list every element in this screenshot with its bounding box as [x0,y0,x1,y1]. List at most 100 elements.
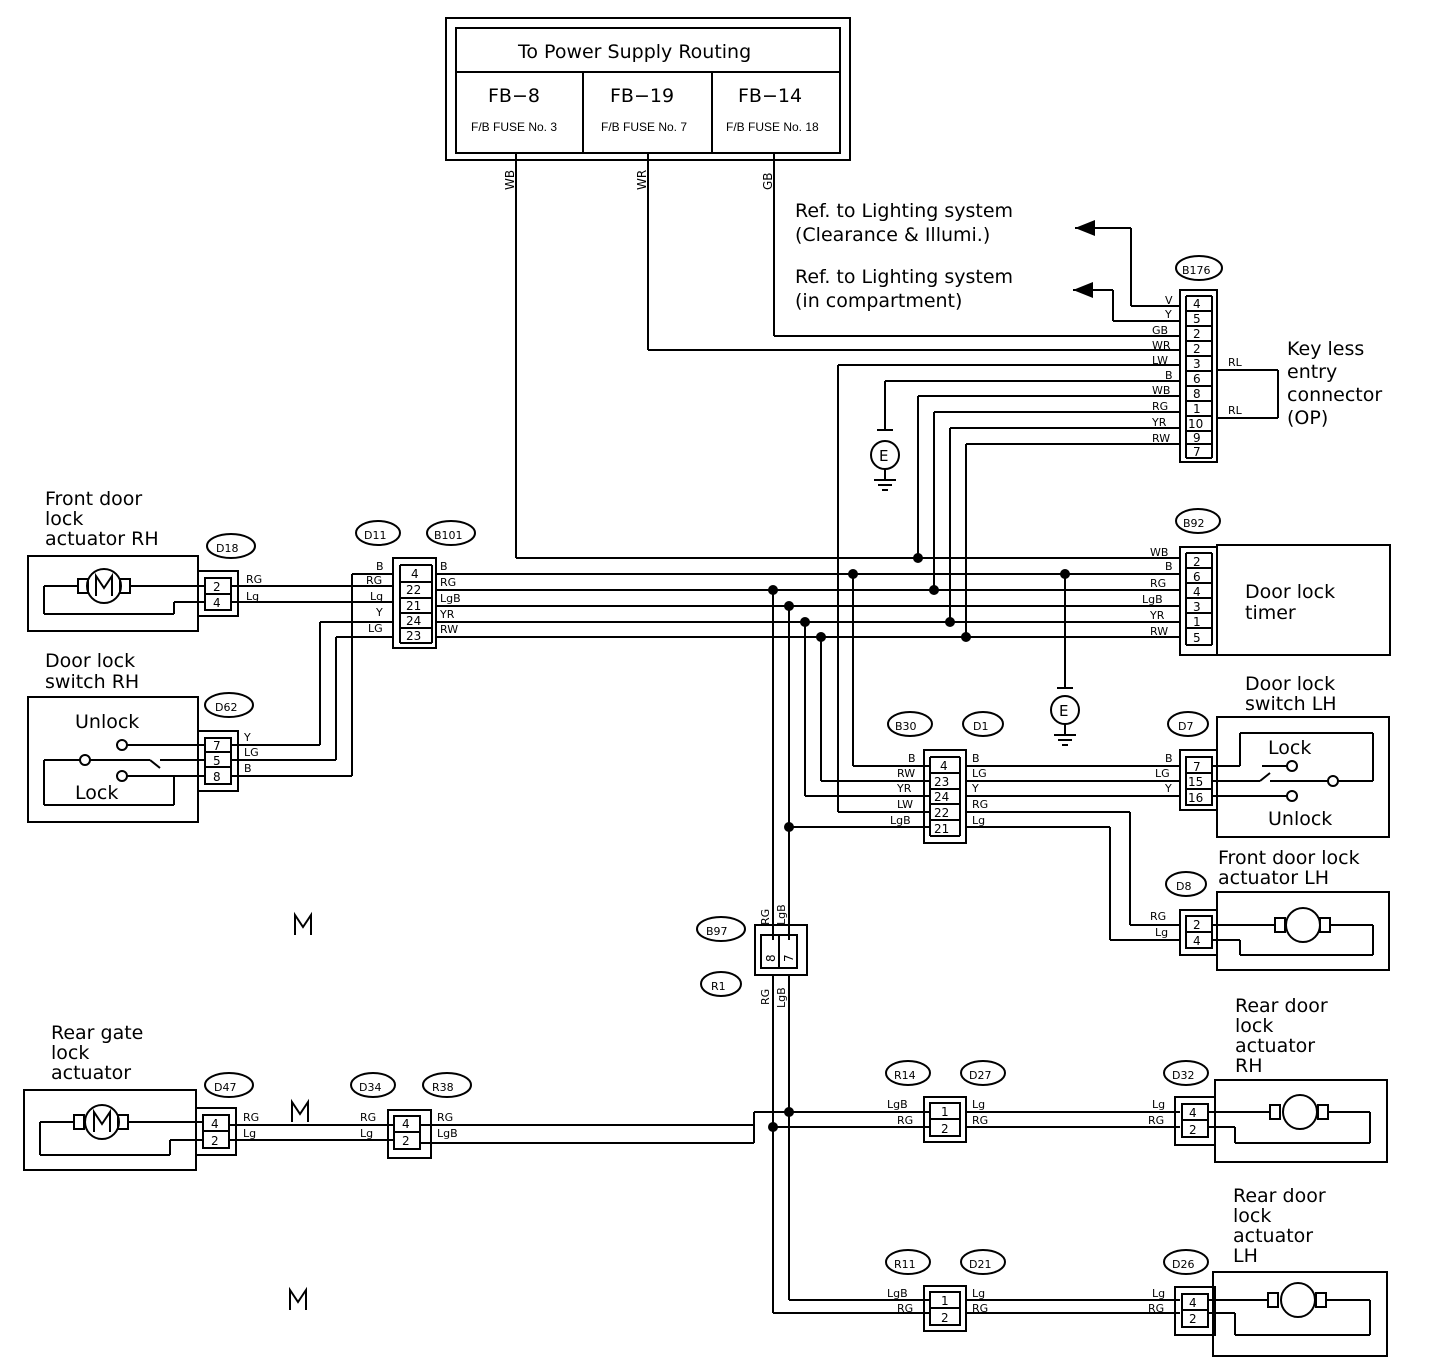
b30-pin: 24 [934,790,949,804]
rear-rh-line2: lock [1235,1015,1273,1037]
b176-connector [1179,289,1218,463]
d18-label: D18 [216,542,238,555]
r1-wire: RG [759,989,772,1005]
rear-rh-line1: Rear door [1235,995,1328,1017]
r14-label: R14 [894,1069,916,1082]
b176-pin: 5 [1193,312,1201,326]
b101-pin: 24 [406,614,421,628]
timer-line1: Door lock [1245,581,1335,603]
d27-wire: Lg [972,1098,985,1111]
fuse-code-1: FB−8 [488,85,540,107]
d26-pin: 2 [1189,1312,1197,1326]
ref1-line1: Ref. to Lighting system [795,200,1013,222]
b92-pin: 4 [1193,585,1201,599]
d1-label: D1 [973,720,988,733]
d7-label: D7 [1178,720,1193,733]
b176-pin: 9 [1193,431,1201,445]
switch-lh-line1: Door lock [1245,673,1335,695]
door-lock-timer-box [1216,544,1391,656]
wire-wr-label: WR [635,170,649,190]
r11-wire: LgB [887,1287,908,1300]
b176-pin: 3 [1193,357,1201,371]
switch-lh-lock: Lock [1268,737,1311,759]
r11-pin: 2 [941,1311,949,1325]
d27-label: D27 [969,1069,991,1082]
b92-label: B92 [1183,517,1205,530]
d8-pin: 4 [1193,934,1201,948]
b97-pin: 8 [764,954,778,962]
d32-wire: Lg [1152,1098,1165,1111]
front-door-lh-box [1216,891,1390,971]
wire-wb-label: WB [503,170,517,190]
d1-wire: B [972,752,980,765]
b101-label: B101 [434,529,463,542]
d34-wire: RG [360,1111,376,1124]
d62-pin: 7 [213,739,221,753]
timer-line2: timer [1245,602,1296,624]
d11-wire: B [376,560,384,573]
rear-gate-line2: lock [51,1042,89,1064]
d62-pin: 5 [213,754,221,768]
r14-wire: RG [897,1114,913,1127]
b30-pin: 4 [940,759,948,773]
b97-label: B97 [706,925,728,938]
r14-wire: LgB [887,1098,908,1111]
r38-wire: RG [437,1111,453,1124]
front-rh-line2: lock [45,508,83,530]
b30-pin: 23 [934,775,949,789]
b92-wire: RW [1150,625,1168,638]
d32-wire: RG [1148,1114,1164,1127]
d47-pin: 2 [211,1134,219,1148]
rear-rh-line4: RH [1235,1055,1263,1077]
b92-wire: YR [1149,609,1165,622]
b101-pin: 23 [406,629,421,643]
d7-pin: 15 [1188,775,1203,789]
ground-label: E [879,447,888,465]
b176-pin: 7 [1193,445,1201,459]
b176-pin: 6 [1193,372,1201,386]
wire-gb-label: GB [761,172,775,190]
fuse-code-2: FB−19 [610,85,674,107]
b176-pin: 2 [1193,327,1201,341]
d47-pin: 4 [211,1117,219,1131]
d1-wire: RG [972,798,988,811]
d21-wire: RG [972,1302,988,1315]
b176-wire: RW [1152,432,1170,445]
b176-wire: GB [1152,324,1168,337]
d21-label: D21 [969,1258,991,1271]
d26-label: D26 [1172,1258,1194,1271]
d18-wire: RG [246,573,262,586]
b92-pin: 3 [1193,600,1201,614]
keyless-line4: (OP) [1287,407,1328,429]
rl-label: RL [1228,404,1243,417]
b176-pin: 2 [1193,342,1201,356]
b176-wire: Y [1164,308,1172,321]
d21-wire: Lg [972,1287,985,1300]
b92-pin: 1 [1193,615,1201,629]
switch-lh-line2: switch LH [1245,693,1337,715]
fuse-desc-2: F/B FUSE No. 7 [601,120,687,134]
b30-wire: LgB [890,814,911,827]
b176-label: B176 [1182,264,1211,277]
b30-pin: 21 [934,822,949,836]
d8-wire: RG [1150,910,1166,923]
b176-wire: WB [1152,384,1170,397]
b30-wire: B [908,752,916,765]
r14-pin: 1 [941,1105,949,1119]
b30-label: B30 [895,720,917,733]
d7-wire: Y [1164,782,1172,795]
front-rh-line3: actuator RH [45,528,159,550]
d11-wire: LG [368,622,383,635]
keyless-line2: entry [1287,361,1337,383]
rear-gate-line1: Rear gate [51,1022,143,1044]
b101-pin: 4 [411,567,419,581]
d1-wire: LG [972,767,987,780]
b92-wire: LgB [1142,593,1163,606]
door-lock-switch-lh-box [1216,716,1390,838]
d11-label: D11 [364,529,386,542]
d47-label: D47 [214,1081,236,1094]
r14-pin: 2 [941,1122,949,1136]
b176-pin: 10 [1188,417,1203,431]
rear-lh-line2: lock [1233,1205,1271,1227]
switch-lh-unlock: Unlock [1268,808,1332,830]
